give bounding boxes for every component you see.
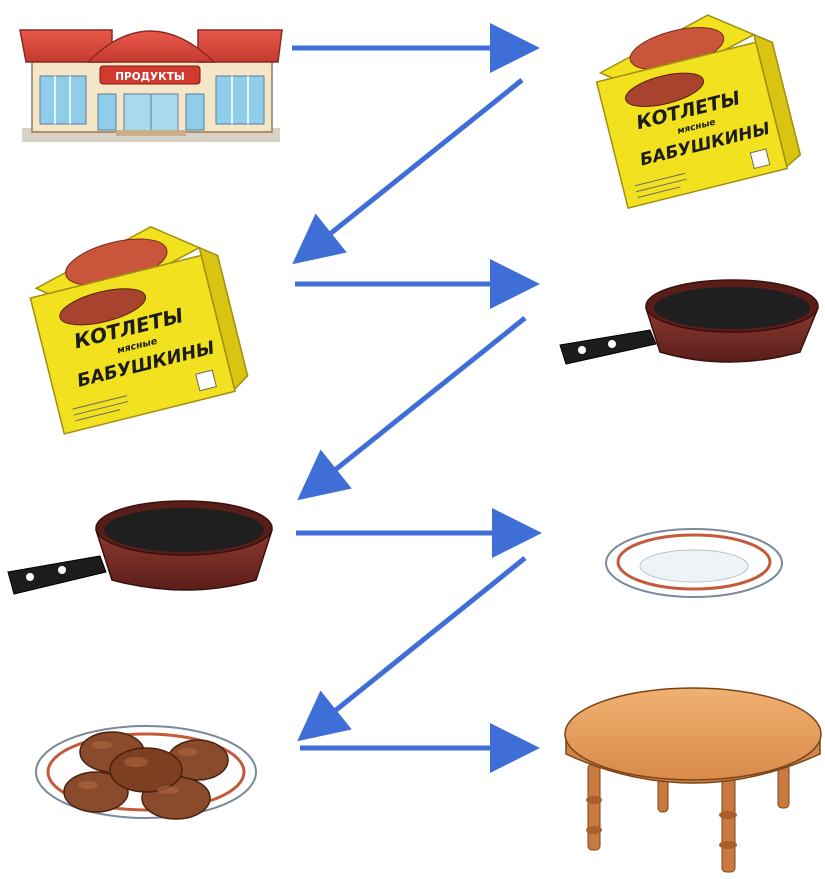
arrow-diagonal-2 xyxy=(305,318,525,494)
frying-pan-right xyxy=(560,280,818,364)
store-sign-text: ПРОДУКТЫ xyxy=(115,71,184,83)
arrows xyxy=(292,48,532,748)
cutlet-box-top: КОТЛЕТЫ мясные БАБУШКИНЫ xyxy=(587,2,802,209)
empty-plate xyxy=(606,529,782,597)
cutlet xyxy=(110,748,182,792)
plate-with-cutlets xyxy=(36,726,256,819)
frying-pan-left xyxy=(8,501,272,594)
cutlet-box-left: КОТЛЕТЫ мясные БАБУШКИНЫ xyxy=(21,213,251,434)
arrow-diagonal-3 xyxy=(305,558,525,735)
arrow-diagonal-1 xyxy=(300,80,522,258)
store-building: ПРОДУКТЫ xyxy=(20,30,282,142)
round-table xyxy=(565,688,821,872)
